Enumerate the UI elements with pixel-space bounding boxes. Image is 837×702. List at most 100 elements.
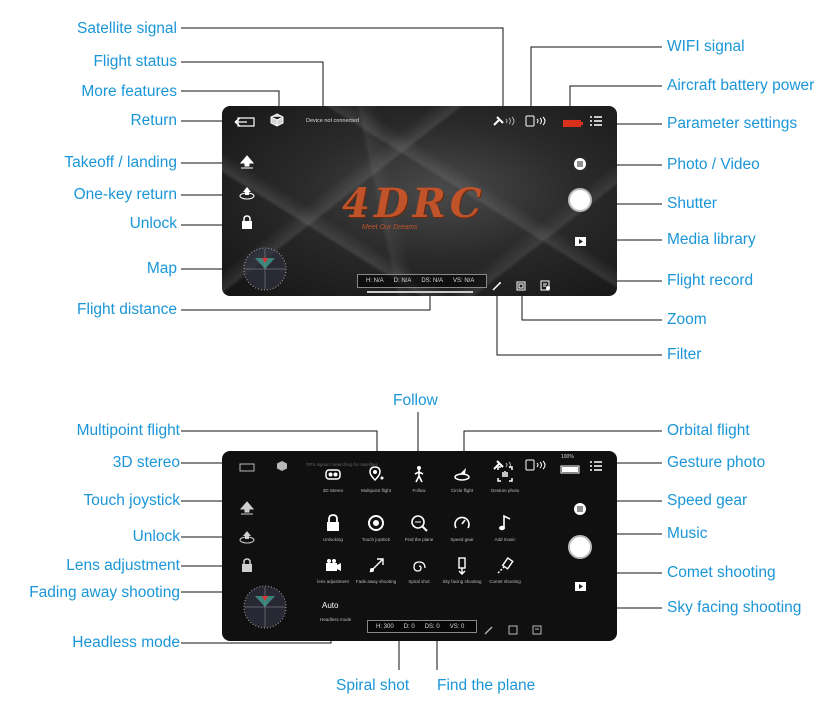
flight-status: Device not connected <box>306 118 359 124</box>
cube-icon[interactable] <box>276 459 288 477</box>
shutter-button[interactable] <box>568 535 592 559</box>
telemetry-distance: D: 0 <box>403 623 415 630</box>
lens-icon[interactable] <box>324 557 342 580</box>
return-home-icon[interactable] <box>239 185 255 206</box>
callout-unlock-2: Unlock <box>132 528 180 545</box>
lock-icon[interactable] <box>241 558 253 577</box>
grid-label-spiral: Spiral shot <box>408 579 430 584</box>
callout-flight-record: Flight record <box>667 272 754 289</box>
callout-headless-mode: Headless mode <box>72 634 180 651</box>
follow-icon[interactable] <box>410 465 428 488</box>
leader-line <box>181 61 324 119</box>
photo-video-icon[interactable] <box>573 157 587 176</box>
leader-line <box>530 46 662 117</box>
callout-speed-gear: Speed gear <box>667 492 748 509</box>
callout-flight-status: Flight status <box>93 53 177 70</box>
record-icon[interactable] <box>532 622 542 640</box>
telemetry-bar: H: 300 D: 0 DS: 0 VS: 0 <box>367 620 477 633</box>
battery-icon <box>562 115 584 133</box>
spiral-icon[interactable] <box>410 557 428 580</box>
find-plane-icon[interactable] <box>410 514 428 537</box>
wifi-icon <box>525 458 551 476</box>
orbital-icon[interactable] <box>453 465 471 488</box>
leader-line <box>521 291 662 321</box>
callout-touch-joystick: Touch joystick <box>83 492 180 509</box>
cube-icon[interactable] <box>270 113 284 132</box>
grid-label-find-plane: Find the plane <box>404 537 434 542</box>
media-icon[interactable] <box>574 234 587 252</box>
lock-icon[interactable] <box>241 215 253 234</box>
takeoff-icon[interactable] <box>239 501 255 520</box>
sky-facing-icon[interactable] <box>453 557 471 580</box>
takeoff-icon[interactable] <box>239 155 255 174</box>
callout-takeoff-landing: Takeoff / landing <box>64 154 177 171</box>
telemetry-vs: VS: 0 <box>449 623 465 630</box>
app-screen-features: GPS signal / Searching for satellites 10… <box>222 451 617 641</box>
grid-label-orbital: Circle flight <box>450 488 474 493</box>
speed-gear-icon[interactable] <box>453 514 471 537</box>
callout-filter: Filter <box>667 346 702 363</box>
callout-comet-shooting: Comet shooting <box>667 564 776 581</box>
photo-video-icon[interactable] <box>573 502 587 521</box>
return-home-icon[interactable] <box>239 529 255 550</box>
media-icon[interactable] <box>574 579 587 597</box>
callout-one-key-return: One-key return <box>73 186 177 203</box>
battery-icon <box>560 461 582 479</box>
3d-stereo-icon[interactable] <box>324 465 342 488</box>
headless-value[interactable]: Auto <box>322 601 339 610</box>
grid-label-music: Add music <box>494 537 516 542</box>
battery-percent: 100% <box>561 454 574 460</box>
grid-label-sky-facing: Sky facing shooting <box>442 579 482 584</box>
callout-unlock: Unlock <box>129 215 177 232</box>
zoom-icon[interactable] <box>508 622 518 640</box>
back-arrow-icon[interactable] <box>238 460 256 478</box>
callout-shutter: Shutter <box>667 195 717 212</box>
telemetry-ds: DS: N/A <box>421 278 444 284</box>
callout-find-plane: Find the plane <box>437 677 536 694</box>
gps-status: GPS signal / Searching for satellites <box>306 462 378 467</box>
telemetry-height: H: 300 <box>376 623 394 630</box>
telemetry-vs: VS: N/A <box>453 278 475 284</box>
callout-sky-facing: Sky facing shooting <box>667 599 802 616</box>
filter-icon[interactable] <box>484 622 494 640</box>
zoom-icon[interactable] <box>516 278 526 296</box>
grid-label-follow: Follow <box>412 488 426 493</box>
back-arrow-icon[interactable] <box>234 115 256 133</box>
map-icon[interactable] <box>242 584 288 635</box>
callout-satellite-signal: Satellite signal <box>77 20 177 37</box>
menu-icon[interactable] <box>589 114 603 132</box>
logo-text: 4DRC <box>342 180 486 227</box>
progress-line <box>367 291 473 293</box>
menu-icon[interactable] <box>589 459 603 477</box>
callout-battery: Aircraft battery power <box>667 77 815 94</box>
leader-line <box>181 27 504 119</box>
telemetry-ds: DS: 0 <box>424 623 440 630</box>
leader-line <box>181 289 431 311</box>
callout-media-library: Media library <box>667 231 756 248</box>
leader-line <box>496 287 662 356</box>
comet-icon[interactable] <box>496 557 514 580</box>
callout-gesture-photo: Gesture photo <box>667 454 766 471</box>
callout-orbital-flight: Orbital flight <box>667 422 750 439</box>
shutter-button[interactable] <box>568 188 592 212</box>
grid-label-3d-stereo: 3D Stereo <box>322 488 344 493</box>
gesture-icon[interactable] <box>496 465 514 488</box>
unlock-grid-icon[interactable] <box>324 514 342 537</box>
callout-flight-distance: Flight distance <box>77 301 177 318</box>
map-icon[interactable] <box>242 246 288 296</box>
callout-zoom: Zoom <box>667 311 707 328</box>
multipoint-icon[interactable] <box>367 465 385 488</box>
filter-icon[interactable] <box>492 278 502 296</box>
callout-lens-adjustment: Lens adjustment <box>66 557 180 574</box>
satellite-icon <box>492 114 518 132</box>
music-icon[interactable] <box>496 514 514 537</box>
fade-away-icon[interactable] <box>367 557 385 580</box>
joystick-icon[interactable] <box>367 514 385 537</box>
grid-label-unlocking: Unlocking <box>323 537 343 542</box>
grid-label-fade-away: Fade away shooting <box>355 579 397 584</box>
grid-label-gesture: Gesture photo <box>490 488 520 493</box>
callout-multipoint: Multipoint flight <box>76 422 180 439</box>
record-icon[interactable] <box>540 278 551 296</box>
grid-label-multipoint: Multipoint flight <box>360 488 392 493</box>
grid-label-lens: lens adjustment <box>317 579 349 584</box>
